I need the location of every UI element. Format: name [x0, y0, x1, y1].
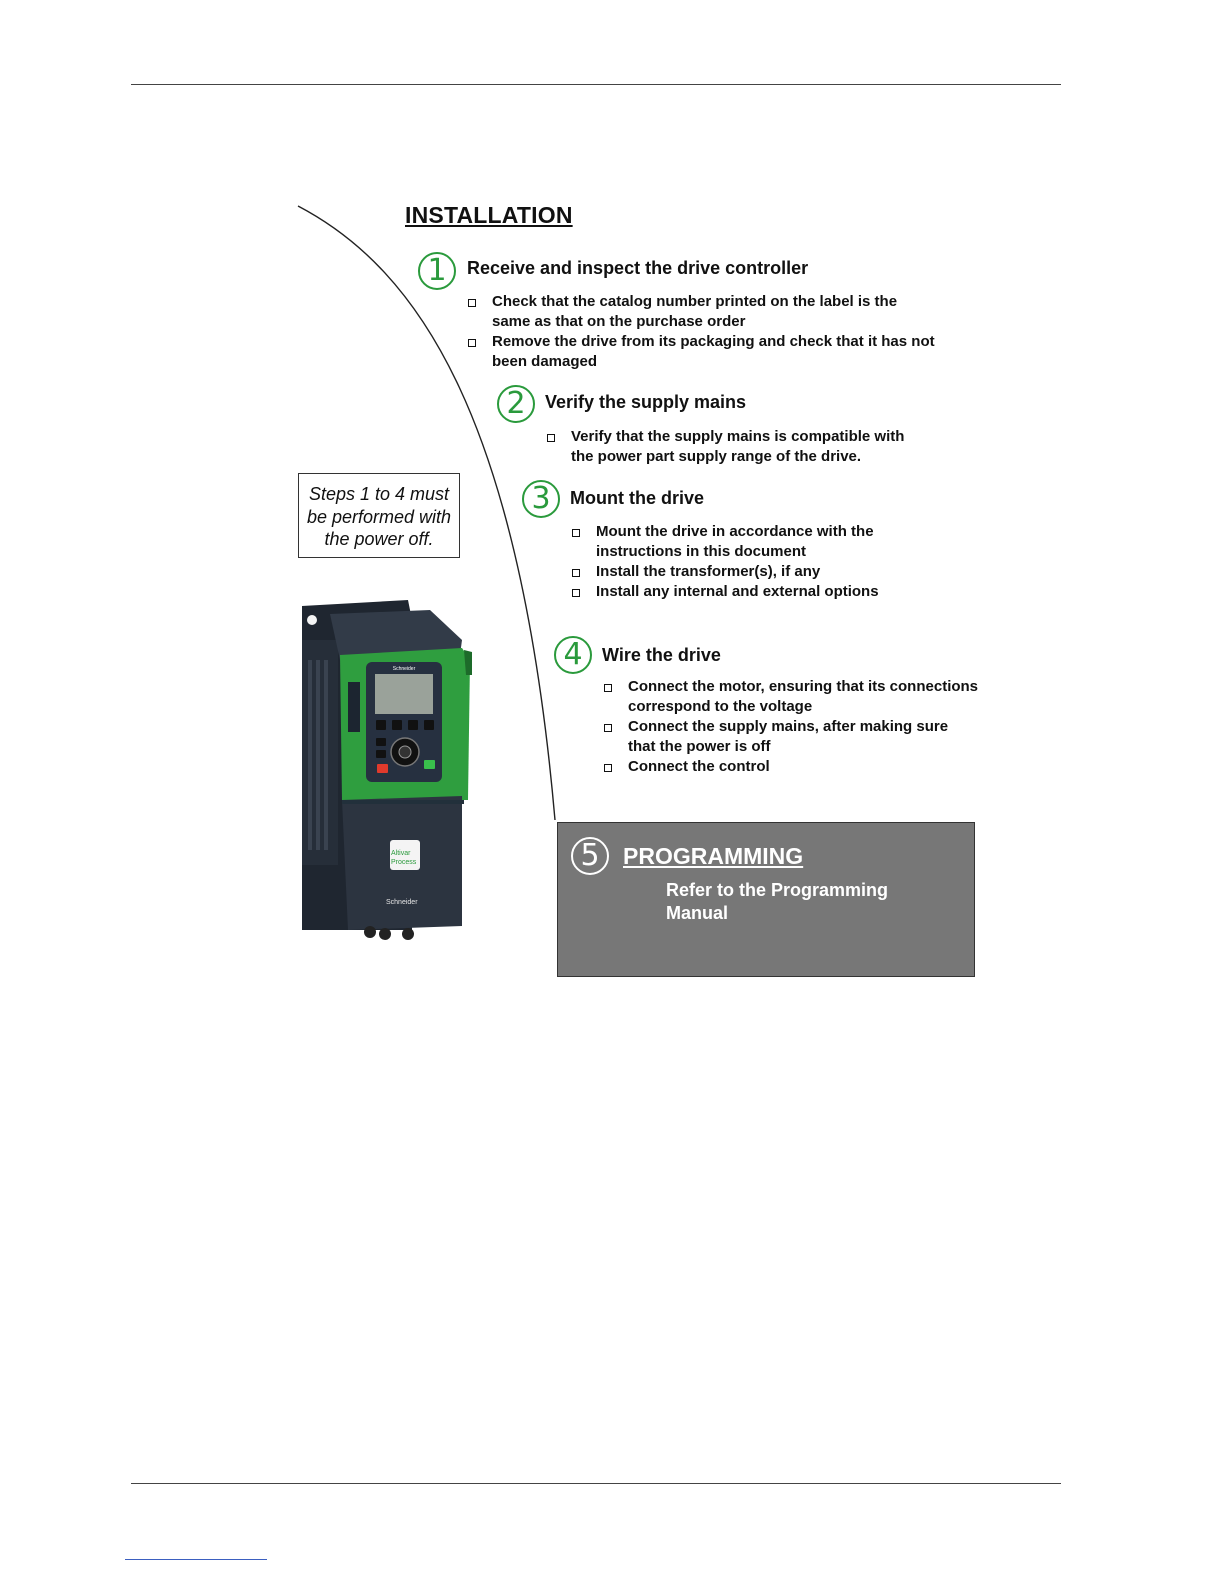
step-5-number: 5: [571, 837, 609, 875]
drive-brand: Schneider: [386, 899, 418, 906]
programming-text: Refer to the Programming Manual: [666, 880, 889, 923]
footer-link-line: [125, 1559, 267, 1560]
drive-product-line1: Altivar: [391, 850, 411, 857]
step-3-list: Mount the drive in accordance with the i…: [572, 522, 912, 602]
drive-product-line2: Process: [391, 859, 417, 866]
keypad-brand: Schneider: [393, 666, 416, 672]
step-1-title: Receive and inspect the drive controller: [467, 258, 809, 278]
programming-title: PROGRAMMING: [623, 843, 804, 869]
page-title: INSTALLATION: [405, 202, 573, 228]
list-item: Install the transformer(s), if any: [572, 562, 912, 582]
step-3-number: 3: [522, 480, 560, 518]
list-item: Verify that the supply mains is compatib…: [547, 427, 917, 467]
list-item: Connect the motor, ensuring that its con…: [604, 677, 979, 717]
step-2-list: Verify that the supply mains is compatib…: [547, 427, 917, 467]
list-item: Check that the catalog number printed on…: [468, 292, 938, 332]
programming-box: 5 PROGRAMMING Refer to the Programming M…: [557, 822, 975, 977]
step-1-number: 1: [418, 252, 456, 290]
step-4-title: Wire the drive: [602, 645, 721, 665]
list-item: Connect the control: [604, 757, 979, 777]
step-4-list: Connect the motor, ensuring that its con…: [604, 677, 979, 777]
step-2-title: Verify the supply mains: [545, 392, 747, 412]
step-3-title: Mount the drive: [570, 488, 704, 508]
step-4-number: 4: [554, 636, 592, 674]
header-rule: [131, 84, 1061, 85]
list-item: Install any internal and external option…: [572, 582, 912, 602]
step-1-list: Check that the catalog number printed on…: [468, 292, 938, 372]
list-item: Connect the supply mains, after making s…: [604, 717, 979, 757]
step-2-number: 2: [497, 385, 535, 423]
list-item: Remove the drive from its packaging and …: [468, 332, 938, 372]
drive-illustration: Schneider Altivar Process Schneider: [302, 600, 472, 940]
power-off-warning: Steps 1 to 4 must be performed with the …: [298, 473, 460, 558]
footer-rule: [131, 1483, 1061, 1484]
list-item: Mount the drive in accordance with the i…: [572, 522, 912, 562]
